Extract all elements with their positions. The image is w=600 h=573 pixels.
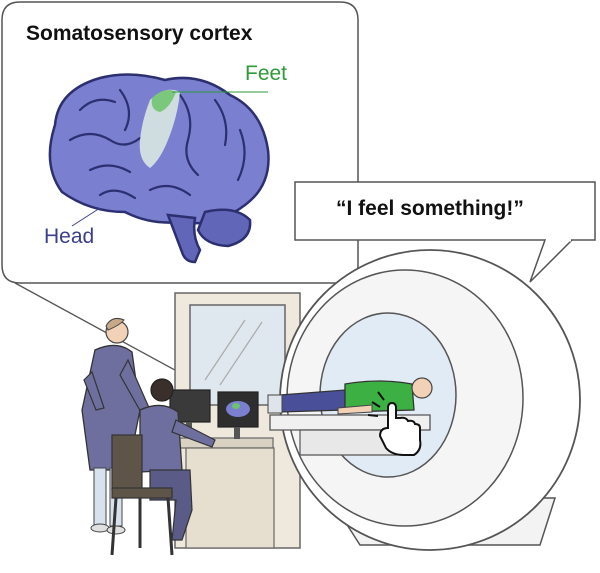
mri-scanner <box>269 249 581 551</box>
patient <box>267 377 433 415</box>
speech-bubble <box>294 181 596 283</box>
speech-text: “I feel something!” <box>336 197 524 220</box>
head-label: Head <box>44 225 95 248</box>
desk <box>117 437 275 549</box>
chair <box>110 434 174 556</box>
seated-researcher <box>139 378 216 541</box>
brain-illustration <box>48 73 270 264</box>
monitor-brain-scan <box>217 391 259 439</box>
callout-title: Somatosensory cortex <box>26 22 253 45</box>
touch-hand-icon <box>367 391 422 456</box>
feet-label: Feet <box>245 62 288 85</box>
